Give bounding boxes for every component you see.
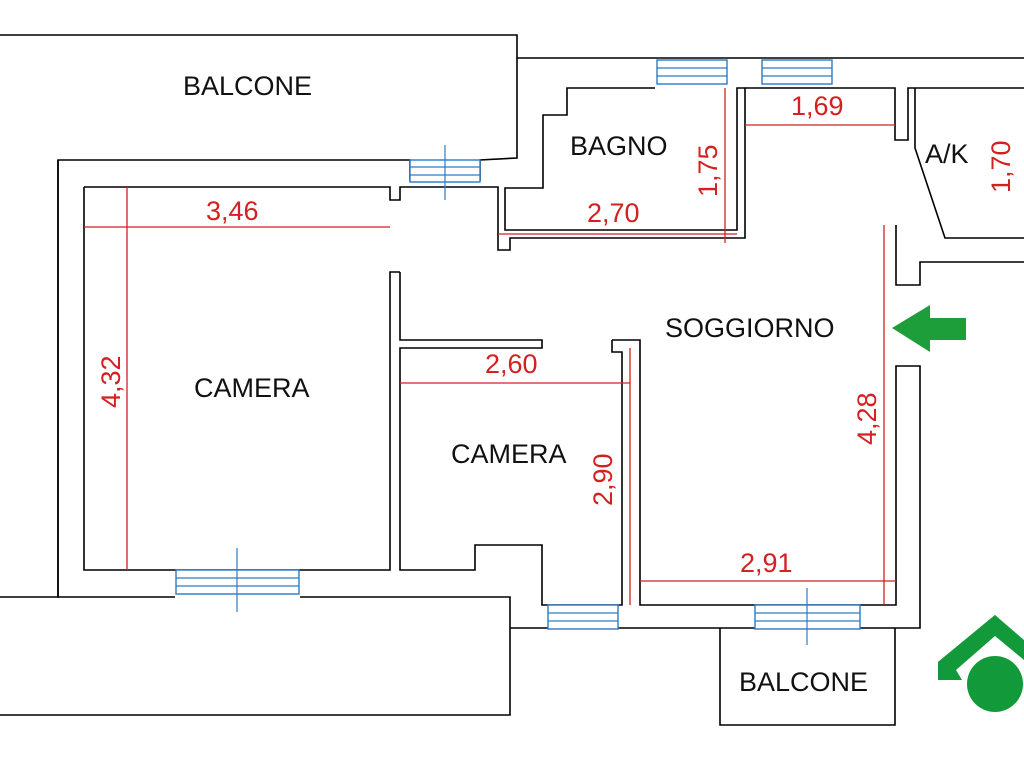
ak-inner	[914, 88, 1024, 239]
balcone-top-outline	[0, 34, 518, 598]
dim-soggiorno-width: 2,91	[740, 548, 793, 578]
camera-left-inner	[83, 187, 400, 571]
balcone-bottom-outline	[719, 628, 896, 726]
dim-ak-width: 1,69	[791, 91, 844, 121]
window-bagno	[656, 59, 728, 85]
room-label-camera-left: CAMERA	[194, 373, 310, 403]
room-label-balcone-bottom: BALCONE	[739, 667, 868, 697]
dim-ak-height: 1,70	[986, 140, 1016, 193]
dim-bagno-height: 1,75	[693, 144, 723, 197]
camera-left-inner-top	[84, 186, 480, 201]
dim-camera-left-width: 3,46	[206, 196, 259, 226]
window-camera-mid	[547, 604, 619, 630]
window-balcone-top	[409, 145, 481, 200]
window-soggiorno	[754, 588, 861, 645]
bagno-walls	[480, 87, 746, 251]
walls	[0, 34, 1024, 726]
room-label-bagno: BAGNO	[570, 131, 668, 161]
room-label-ak: A/K	[925, 139, 969, 169]
dim-soggiorno-height: 4,28	[852, 392, 882, 445]
dim-camera-left-height: 4,32	[96, 355, 126, 408]
window-camera-left	[175, 548, 300, 612]
room-label-soggiorno: SOGGIORNO	[665, 313, 835, 343]
dim-camera-mid-width: 2,60	[485, 349, 538, 379]
room-label-camera-mid: CAMERA	[451, 439, 567, 469]
dim-bagno-width: 2,70	[587, 198, 640, 228]
room-label-balcone-top: BALCONE	[183, 71, 312, 101]
window-ak	[761, 59, 833, 85]
dimension-lines	[84, 88, 896, 605]
ak-walls	[745, 87, 1024, 141]
agency-logo-icon	[938, 615, 1024, 712]
camera-mid-walls	[399, 272, 548, 606]
dimension-labels: 3,46 4,32 1,75 2,70 1,69 1,70 2,60 2,90 …	[96, 91, 1016, 578]
bottom-left-edge	[0, 596, 511, 716]
dim-camera-mid-height: 2,90	[588, 453, 618, 506]
windows	[175, 59, 861, 645]
entrance-arrow-icon	[892, 305, 966, 352]
ak-lower	[895, 225, 1024, 286]
camera-left-outer	[57, 160, 175, 598]
room-labels: BALCONE BAGNO A/K SOGGIORNO CAMERA CAMER…	[183, 71, 969, 697]
